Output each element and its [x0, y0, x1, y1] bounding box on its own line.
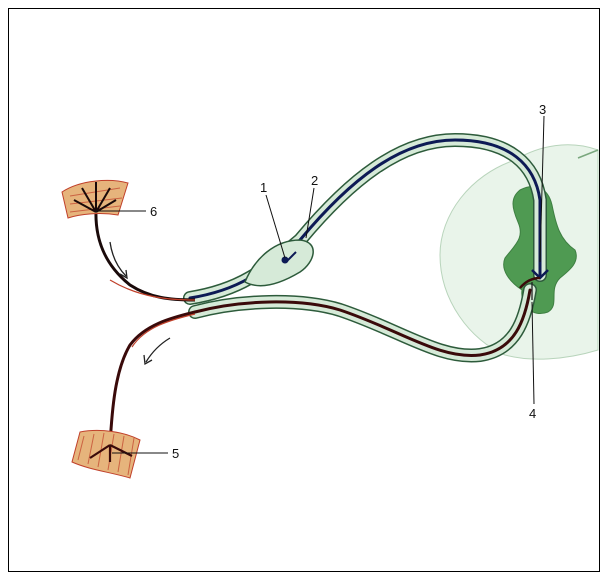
label-2: 2 [311, 173, 318, 188]
afferent-fiber-highlight [110, 280, 195, 300]
skin-receptor [62, 180, 128, 218]
label-3: 3 [539, 102, 546, 117]
label-6: 6 [150, 204, 157, 219]
efferent-direction-arrow [146, 338, 170, 362]
label-4: 4 [529, 406, 536, 421]
afferent-fiber [96, 210, 195, 300]
spinal-ganglion [245, 240, 313, 286]
label-5: 5 [172, 446, 179, 461]
label-1: 1 [260, 180, 267, 195]
afferent-direction-arrow [110, 242, 126, 276]
effector-muscle [72, 430, 140, 478]
efferent-fiber [110, 312, 195, 445]
